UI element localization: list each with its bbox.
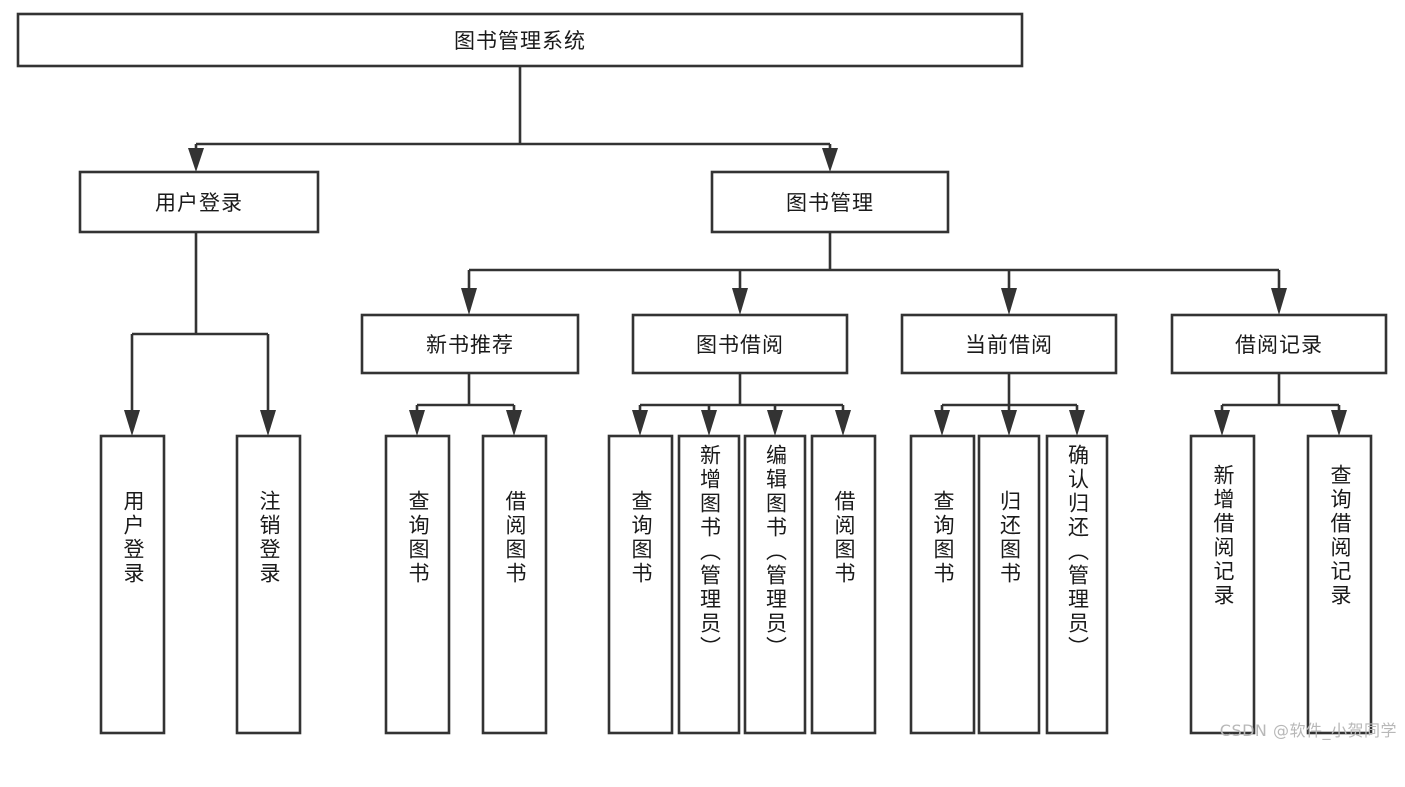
node-box-leaf-add-borrow-record[interactable] <box>1189 434 1256 735</box>
connector-group-borrow-record <box>1214 373 1347 436</box>
arrow-to-leaf-user-login <box>124 410 140 436</box>
node-box-leaf-query-book-2[interactable] <box>607 434 674 735</box>
connector-group-user-login <box>124 232 276 436</box>
node-box-borrow-record[interactable] <box>1170 313 1388 375</box>
csdn-watermark: CSDN @软件_小贺同学 <box>1219 721 1397 740</box>
node-box-current-borrow[interactable] <box>900 313 1118 375</box>
arrow-to-borrow-record <box>1271 288 1287 315</box>
connector-group-book-management <box>461 232 1287 315</box>
arrow-to-leaf-borrow-book-2 <box>835 410 851 436</box>
node-box-leaf-confirm-return-admin[interactable] <box>1045 434 1109 735</box>
diagram-canvas <box>16 12 1388 735</box>
node-box-leaf-edit-book-admin[interactable] <box>743 434 807 735</box>
node-box-leaf-borrow-book-1[interactable] <box>481 434 548 735</box>
node-box-leaf-query-borrow-record[interactable] <box>1306 434 1373 735</box>
connector-group-current-borrow <box>934 373 1085 436</box>
arrow-to-leaf-query-book-3 <box>934 410 950 436</box>
connector-group-book-borrow <box>632 373 851 436</box>
node-box-leaf-query-book-1[interactable] <box>384 434 451 735</box>
arrow-to-leaf-query-book-2 <box>632 410 648 436</box>
hierarchy-diagram: 图书管理系统 用户登录 图书管理 新书推荐 图书借阅 当前借阅 借阅记录 用户登… <box>16 12 1397 740</box>
connector-group-root <box>188 66 838 172</box>
node-box-book-management[interactable] <box>710 170 950 234</box>
arrow-to-leaf-edit-book-admin <box>767 410 783 436</box>
arrow-to-leaf-add-borrow-record <box>1214 410 1230 436</box>
arrow-to-new-book-recommend <box>461 288 477 315</box>
arrow-to-leaf-query-book-1 <box>409 410 425 436</box>
arrow-to-leaf-add-book-admin <box>701 410 717 436</box>
arrow-to-current-borrow <box>1001 288 1017 315</box>
node-box-root[interactable] <box>16 12 1024 68</box>
node-box-leaf-query-book-3[interactable] <box>909 434 976 735</box>
node-box-user-login[interactable] <box>78 170 320 234</box>
node-box-leaf-return-book[interactable] <box>977 434 1041 735</box>
arrow-to-leaf-confirm-return-admin <box>1069 410 1085 436</box>
arrow-to-leaf-return-book <box>1001 410 1017 436</box>
arrow-root-to-book-management <box>822 148 838 172</box>
node-box-leaf-user-login[interactable] <box>99 434 166 735</box>
node-box-leaf-logout-login[interactable] <box>235 434 302 735</box>
arrow-to-leaf-logout-login <box>260 410 276 436</box>
connector-group-new-book-recommend <box>409 373 522 436</box>
arrow-to-leaf-query-borrow-record <box>1331 410 1347 436</box>
node-box-new-book-recommend[interactable] <box>360 313 580 375</box>
node-box-book-borrow[interactable] <box>631 313 849 375</box>
arrow-to-book-borrow <box>732 288 748 315</box>
arrow-root-to-user-login <box>188 148 204 172</box>
node-box-leaf-borrow-book-2[interactable] <box>810 434 877 735</box>
node-box-leaf-add-book-admin[interactable] <box>677 434 741 735</box>
arrow-to-leaf-borrow-book-1 <box>506 410 522 436</box>
